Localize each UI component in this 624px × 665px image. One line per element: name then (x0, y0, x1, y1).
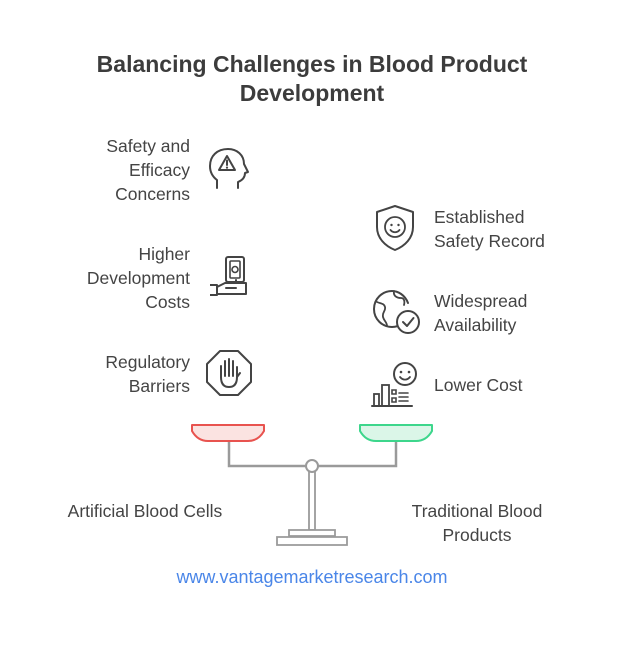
left-pan (191, 424, 265, 442)
happy-money-icon (371, 362, 417, 407)
left-item-3-label: Regulatory Barriers (105, 352, 190, 396)
scale-pivot (305, 459, 319, 473)
globe-check-icon (372, 289, 420, 334)
left-item-2-label: Higher Development Costs (86, 244, 190, 312)
right-side-name: Traditional Blood Products (411, 501, 543, 545)
title-line-1: Balancing Challenges in Blood Product (96, 51, 528, 77)
page-title: Balancing Challenges in Blood Product De… (0, 50, 624, 108)
left-item-1-label: Safety and Efficacy Concerns (106, 136, 190, 204)
title-line-2: Development (239, 80, 385, 106)
hand-money-icon (210, 256, 247, 296)
right-pan (359, 424, 433, 442)
right-item-2-label: Widespread Availability (434, 291, 528, 335)
right-item-3-label: Lower Cost (434, 375, 523, 395)
shield-face-icon (376, 205, 414, 251)
head-warning-icon (209, 148, 249, 189)
scale-base (276, 536, 348, 546)
scale-post (308, 467, 316, 531)
left-side-name: Artificial Blood Cells (67, 501, 223, 521)
footer-url[interactable]: www.vantagemarketresearch.com (176, 567, 448, 587)
stop-hand-icon (206, 350, 252, 396)
right-item-1-label: Established Safety Record (434, 207, 545, 251)
